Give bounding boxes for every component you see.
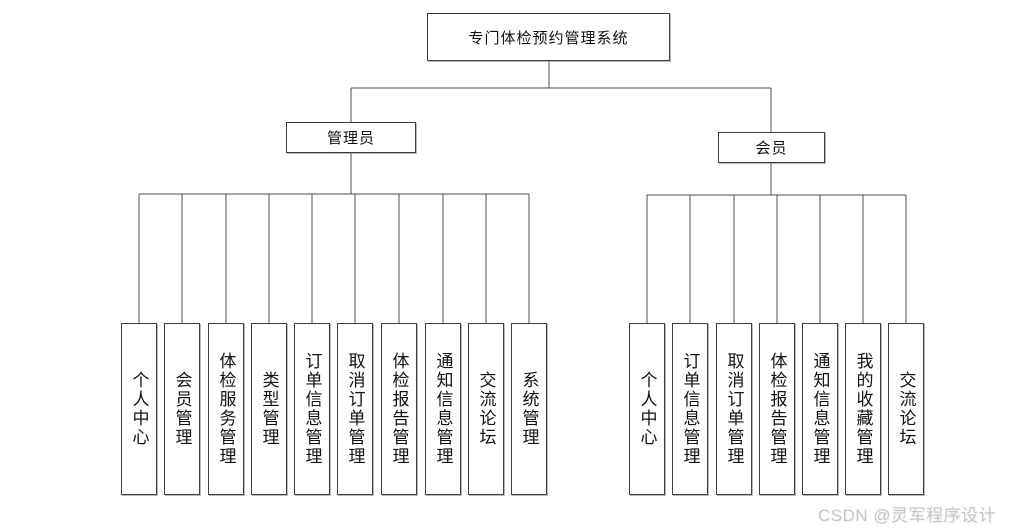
node-member-personal-center: 个人中心	[629, 323, 665, 495]
leaf-label: 系统管理	[519, 371, 539, 447]
node-member: 会员	[718, 132, 825, 163]
leaf-label: 订单信息管理	[302, 352, 322, 466]
node-member-order-info-management: 订单信息管理	[672, 323, 708, 495]
node-member-notice-info-management: 通知信息管理	[802, 323, 838, 495]
node-admin-exam-service-management: 体检服务管理	[208, 323, 244, 495]
node-admin-system-management: 系统管理	[511, 323, 547, 495]
node-root: 专门体检预约管理系统	[427, 13, 670, 61]
node-admin-forum: 交流论坛	[468, 323, 504, 495]
node-admin-type-management: 类型管理	[251, 323, 287, 495]
node-admin-order-info-management: 订单信息管理	[294, 323, 330, 495]
leaf-label: 体检报告管理	[389, 352, 409, 466]
leaf-label: 交流论坛	[476, 371, 496, 447]
node-admin-notice-info-management: 通知信息管理	[425, 323, 461, 495]
leaf-label: 我的收藏管理	[853, 352, 873, 466]
leaf-label: 个人中心	[129, 371, 149, 447]
leaf-label: 通知信息管理	[810, 352, 830, 466]
node-admin-member-management: 会员管理	[164, 323, 200, 495]
node-admin: 管理员	[286, 122, 416, 153]
node-member-exam-report-management: 体检报告管理	[759, 323, 795, 495]
node-admin-personal-center: 个人中心	[121, 323, 157, 495]
csdn-watermark: CSDN @灵军程序设计	[817, 506, 996, 525]
node-admin-label: 管理员	[326, 130, 375, 147]
node-member-favorites-management: 我的收藏管理	[845, 323, 881, 495]
node-root-label: 专门体检预约管理系统	[468, 29, 629, 47]
node-member-label: 会员	[755, 140, 788, 157]
leaf-label: 体检报告管理	[767, 352, 787, 466]
leaf-label: 体检服务管理	[216, 352, 236, 466]
node-member-forum: 交流论坛	[888, 323, 924, 495]
leaf-label: 类型管理	[259, 371, 279, 447]
leaf-label: 会员管理	[172, 371, 192, 447]
leaf-label: 取消订单管理	[345, 352, 365, 466]
leaf-label: 交流论坛	[896, 371, 916, 447]
node-admin-exam-report-management: 体检报告管理	[381, 323, 417, 495]
node-admin-cancel-order-management: 取消订单管理	[337, 323, 373, 495]
leaf-label: 取消订单管理	[724, 352, 744, 466]
node-member-cancel-order-management: 取消订单管理	[716, 323, 752, 495]
leaf-label: 订单信息管理	[680, 352, 700, 466]
leaf-label: 通知信息管理	[433, 352, 453, 466]
leaf-label: 个人中心	[637, 371, 657, 447]
